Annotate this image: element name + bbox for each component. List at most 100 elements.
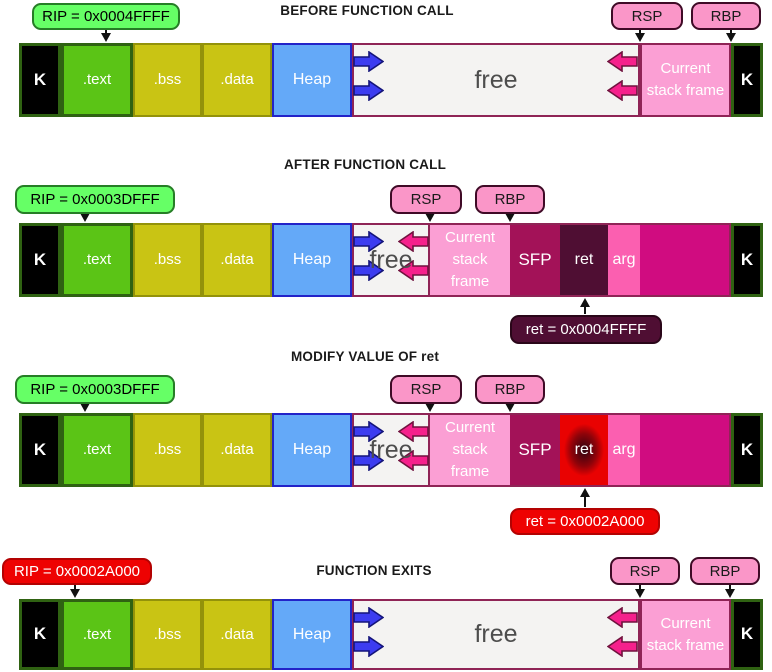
- segment-heap: Heap: [272, 43, 352, 117]
- segment-free: free: [352, 223, 430, 297]
- segment-arg-label: arg: [612, 251, 636, 269]
- block-arrow-left-icon: [607, 51, 638, 72]
- rip-label: RIP = 0x0003DFFF: [15, 375, 175, 404]
- pointer-arrowhead-icon: [504, 403, 515, 412]
- pointer-arrowhead-icon: [69, 589, 80, 598]
- pointer-arrowhead-icon: [79, 403, 90, 412]
- segment-ret: ret: [560, 223, 608, 297]
- segment-current-stack-frame: Current stack frame: [640, 43, 731, 117]
- rip-label: RIP = 0x0002A000: [2, 558, 152, 585]
- segment-kernel-high: K: [731, 223, 763, 297]
- segment-data: .data: [202, 599, 272, 670]
- figure-title-after-function-call: AFTER FUNCTION CALL: [283, 157, 447, 172]
- segment-current-stack-frame: Current stack frame: [430, 223, 510, 297]
- segment-arg: arg: [608, 413, 640, 487]
- segment-free: free: [352, 599, 640, 670]
- block-arrow-right-icon: [353, 450, 384, 471]
- segment-heap: Heap: [272, 413, 352, 487]
- block-arrow-left-icon: [398, 231, 429, 252]
- segment-kernel-low-label: K: [33, 624, 47, 644]
- segment-free-label: free: [369, 245, 413, 274]
- pointer-arrow-line: [639, 585, 641, 592]
- block-arrow-left-icon: [398, 421, 429, 442]
- pointer-arrowhead-icon: [634, 33, 645, 42]
- pointer-arrowhead-icon: [579, 488, 590, 497]
- block-arrow-right-icon: [353, 421, 384, 442]
- segment-caller-frame: [640, 223, 731, 297]
- segment-current-stack-frame-label: Current stack frame: [444, 419, 496, 480]
- pointer-arrowhead-icon: [579, 298, 590, 307]
- rsp-label: RSP: [390, 375, 462, 404]
- segment-bss: .bss: [133, 223, 202, 297]
- block-arrow-right-icon: [353, 80, 384, 101]
- segment-text: .text: [61, 43, 133, 117]
- pointer-arrowhead-icon: [424, 213, 435, 222]
- ret-value-label: ret = 0x0004FFFF: [510, 315, 662, 344]
- segment-kernel-high: K: [731, 599, 763, 670]
- block-arrow-right-icon: [353, 51, 384, 72]
- pointer-arrowhead-icon: [634, 589, 645, 598]
- segment-sfp-label: SFP: [518, 439, 552, 459]
- block-arrow-right-icon: [353, 231, 384, 252]
- segment-kernel-high-label: K: [740, 624, 754, 644]
- segment-kernel-high: K: [731, 43, 763, 117]
- segment-text: .text: [61, 413, 133, 487]
- block-arrow-left-icon: [398, 450, 429, 471]
- rsp-label: RSP: [610, 557, 680, 585]
- rbp-label: RBP: [475, 185, 545, 214]
- segment-data: .data: [202, 413, 272, 487]
- segment-bss: .bss: [133, 413, 202, 487]
- segment-heap-label: Heap: [292, 71, 332, 89]
- segment-arg: arg: [608, 223, 640, 297]
- segment-kernel-low: K: [19, 599, 61, 670]
- segment-text-label: .text: [82, 251, 112, 269]
- segment-free-label: free: [474, 620, 518, 649]
- pointer-arrowhead-icon: [504, 213, 515, 222]
- segment-heap-label: Heap: [292, 625, 332, 643]
- segment-kernel-low-label: K: [33, 439, 47, 459]
- segment-heap-label: Heap: [292, 251, 332, 269]
- segment-current-stack-frame-label: Current stack frame: [444, 229, 496, 290]
- segment-sfp: SFP: [510, 223, 560, 297]
- segment-data: .data: [202, 43, 272, 117]
- segment-current-stack-frame: Current stack frame: [640, 599, 731, 670]
- segment-sfp-label: SFP: [518, 249, 552, 269]
- block-arrow-left-icon: [398, 260, 429, 281]
- segment-sfp: SFP: [510, 413, 560, 487]
- segment-bss-label: .bss: [153, 625, 182, 643]
- rsp-label: RSP: [611, 2, 683, 30]
- segment-current-stack-frame-label: Current stack frame: [646, 60, 725, 99]
- segment-data-label: .data: [220, 625, 254, 643]
- pointer-arrow-line: [584, 494, 586, 507]
- segment-bss: .bss: [133, 599, 202, 670]
- segment-bss-label: .bss: [153, 71, 182, 89]
- segment-kernel-high-label: K: [740, 439, 754, 459]
- ret-value-label: ret = 0x0002A000: [510, 508, 660, 535]
- pointer-arrowhead-icon: [79, 213, 90, 222]
- segment-ret: ret: [560, 413, 608, 487]
- segment-data: .data: [202, 223, 272, 297]
- segment-ret-label: ret: [574, 251, 594, 269]
- block-arrow-right-icon: [353, 260, 384, 281]
- segment-current-stack-frame-label: Current stack frame: [646, 614, 725, 654]
- segment-kernel-low-label: K: [33, 69, 47, 89]
- segment-data-label: .data: [220, 441, 254, 459]
- block-arrow-left-icon: [607, 607, 638, 628]
- segment-free-label: free: [474, 65, 518, 94]
- segment-free: free: [352, 43, 640, 117]
- segment-text: .text: [61, 223, 133, 297]
- segment-kernel-low: K: [19, 223, 61, 297]
- segment-kernel-low-label: K: [33, 249, 47, 269]
- rbp-label: RBP: [691, 2, 761, 30]
- segment-text-label: .text: [82, 625, 112, 643]
- segment-text-label: .text: [82, 441, 112, 459]
- block-arrow-left-icon: [607, 80, 638, 101]
- segment-text-label: .text: [82, 71, 112, 89]
- block-arrow-left-icon: [607, 636, 638, 657]
- segment-heap: Heap: [272, 223, 352, 297]
- rbp-label: RBP: [475, 375, 545, 404]
- segment-kernel-low: K: [19, 413, 61, 487]
- segment-current-stack-frame: Current stack frame: [430, 413, 510, 487]
- figure-title-before-function-call: BEFORE FUNCTION CALL: [280, 3, 454, 18]
- segment-data-label: .data: [220, 71, 254, 89]
